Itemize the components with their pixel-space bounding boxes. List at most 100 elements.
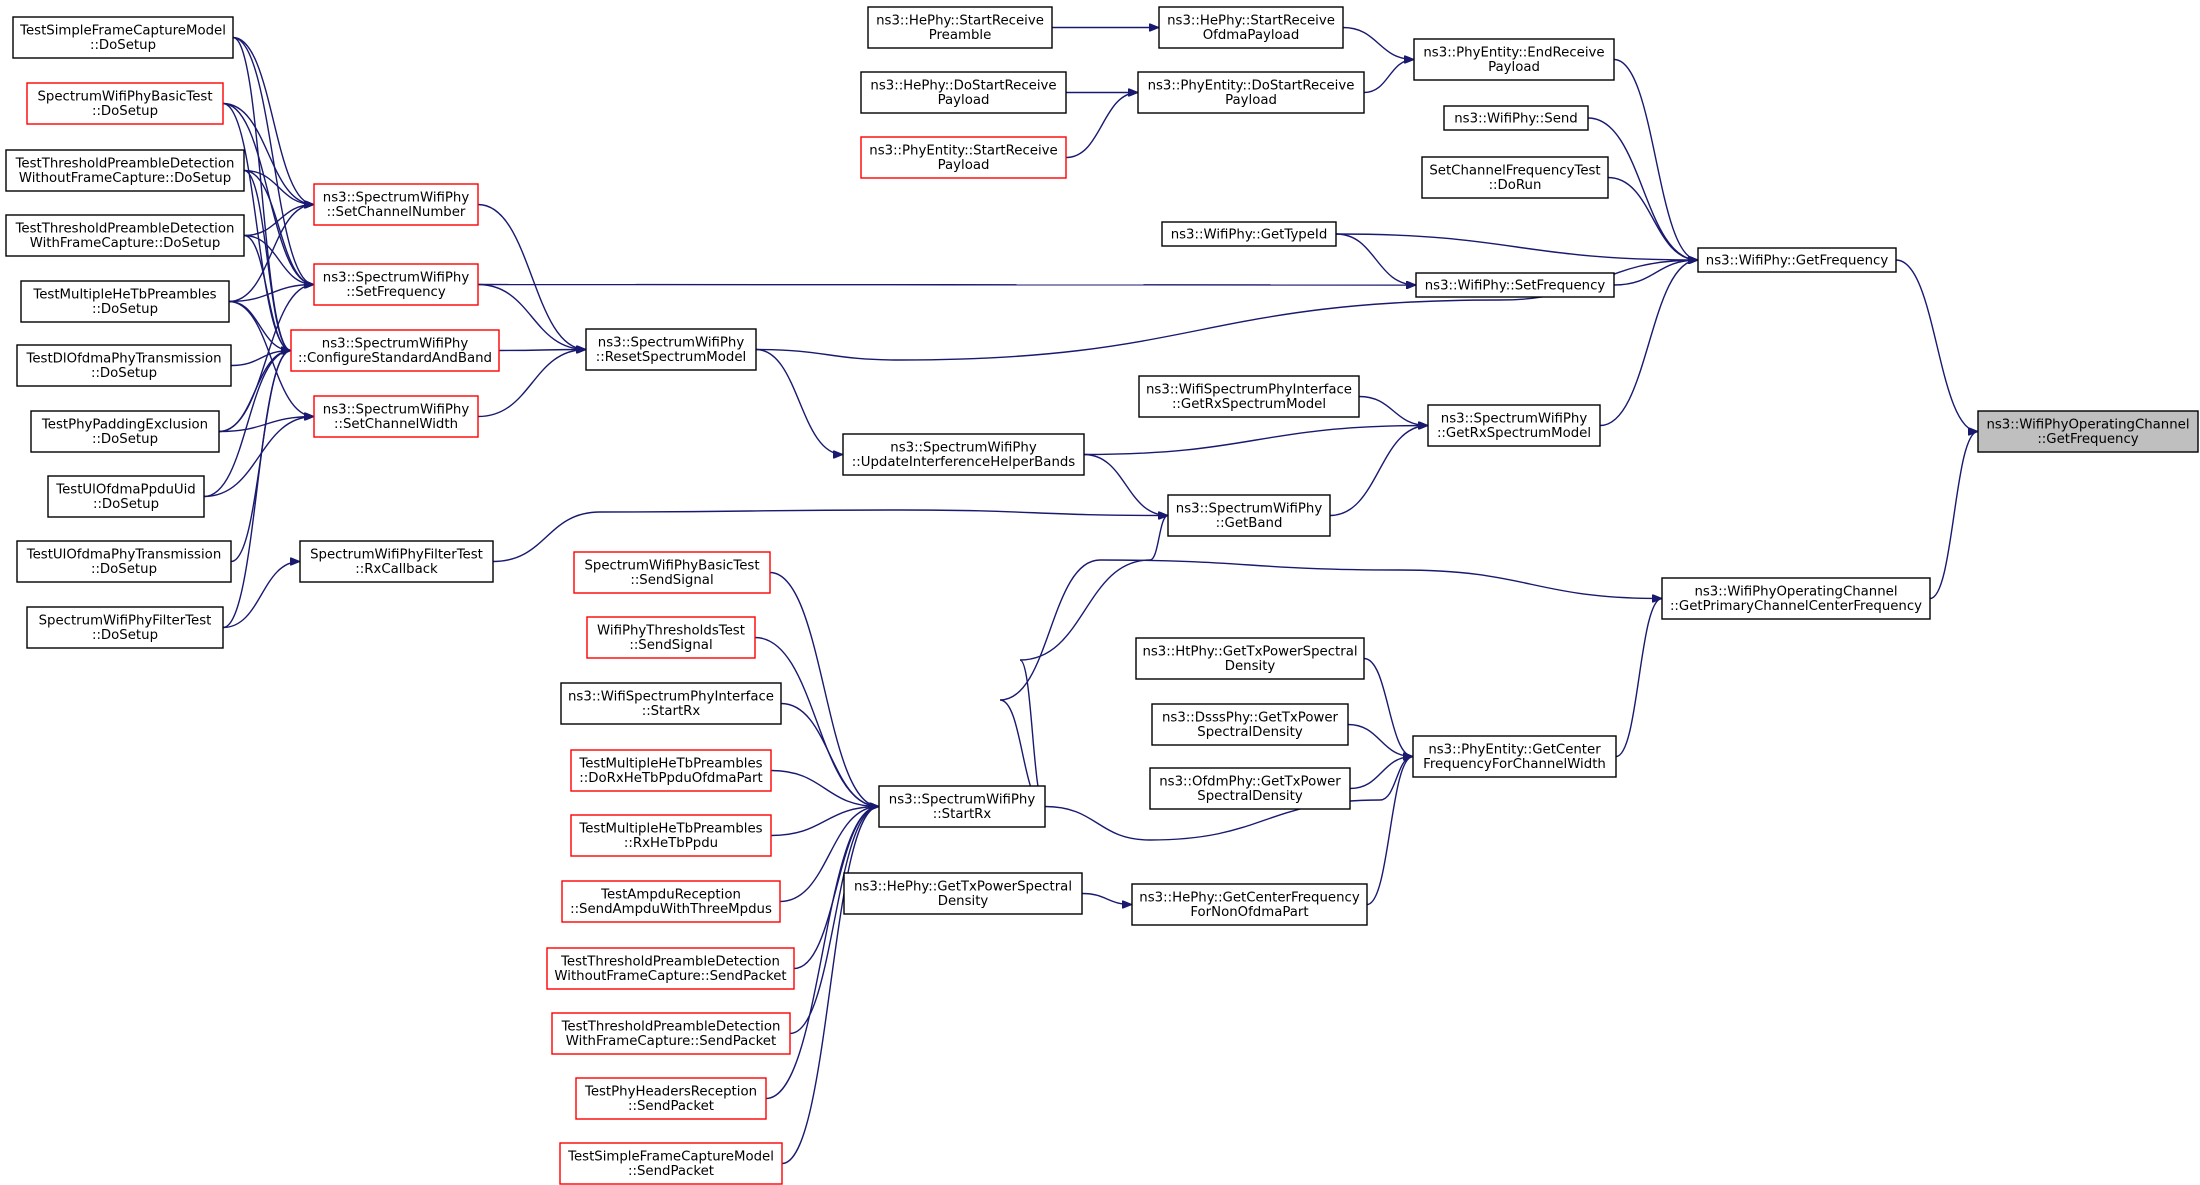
edge-t_threshwithout-to-swp_setfreq	[243, 169, 315, 285]
node-setchannelnumber[interactable]: ns3::SpectrumWifiPhy::SetChannelNumber	[313, 183, 479, 226]
node-s_multi_ofdma[interactable]: TestMultipleHeTbPreambles::DoRxHeTbPpduO…	[570, 749, 772, 792]
node-label-line: ::RxHeTbPpdu	[624, 836, 718, 851]
node-box	[1415, 272, 1615, 298]
edge-filtertest_rxcb-to-getband	[492, 509, 1168, 563]
node-box	[551, 1012, 791, 1055]
node-s_ampdu[interactable]: TestAmpduReception::SendAmpduWithThreeMp…	[561, 880, 781, 923]
node-setchannelwidth[interactable]: ns3::SpectrumWifiPhy::SetChannelWidth	[313, 395, 479, 438]
node-label-line: ns3::SpectrumWifiPhy	[323, 403, 470, 418]
node-t_threshwithout[interactable]: TestThresholdPreambleDetectionWithoutFra…	[5, 149, 245, 192]
node-getrxspectrum[interactable]: ns3::SpectrumWifiPhy::GetRxSpectrumModel	[1427, 404, 1601, 447]
node-box	[16, 344, 232, 387]
node-updateinterference[interactable]: ns3::SpectrumWifiPhy::UpdateInterference…	[842, 433, 1085, 476]
edge-s_ampdu-to-startrx	[779, 807, 879, 903]
node-t_basictest[interactable]: SpectrumWifiPhyBasicTest::DoSetup	[26, 82, 224, 125]
node-t_filtertest[interactable]: SpectrumWifiPhyFilterTest::DoSetup	[26, 606, 224, 649]
edge-getcenterfreq-to-getprimary	[1615, 599, 1663, 758]
edge-startrx-to-getprimary	[999, 559, 1662, 808]
node-t_threshwith[interactable]: TestThresholdPreambleDetectionWithFrameC…	[5, 214, 245, 257]
node-label-line: WifiPhyThresholdsTest	[597, 624, 745, 639]
node-getcenterfreq[interactable]: ns3::PhyEntity::GetCenterFrequencyForCha…	[1412, 735, 1617, 778]
node-box	[1412, 735, 1617, 778]
node-resetspectrum[interactable]: ns3::SpectrumWifiPhy::ResetSpectrumModel	[585, 328, 757, 371]
node-s_simpleframe[interactable]: TestSimpleFrameCaptureModel::SendPacket	[559, 1142, 783, 1185]
node-s_threshwithout[interactable]: TestThresholdPreambleDetectionWithoutFra…	[546, 947, 795, 990]
edge-line	[1615, 599, 1663, 758]
edge-line	[498, 350, 586, 351]
node-label-line: SpectrumWifiPhyBasicTest	[584, 559, 759, 574]
node-s_multi_rxhetb[interactable]: TestMultipleHeTbPreambles::RxHeTbPpdu	[570, 814, 772, 857]
node-s_basic_send[interactable]: SpectrumWifiPhyBasicTest::SendSignal	[573, 551, 771, 594]
edge-phyentity_dostartrx-to-phyentity_endrx	[1363, 60, 1415, 94]
edge-line	[203, 417, 314, 498]
node-t_dlofdma[interactable]: TestDlOfdmaPhyTransmission::DoSetup	[16, 344, 232, 387]
node-label-line: ::DoSetup	[92, 302, 158, 317]
node-getprimary[interactable]: ns3::WifiPhyOperatingChannel::GetPrimary…	[1661, 577, 1931, 620]
edge-line	[1335, 233, 1416, 285]
node-setchanfreqtest[interactable]: SetChannelFrequencyTest::DoRun	[1421, 156, 1609, 199]
edge-line	[243, 169, 315, 285]
node-box	[575, 1077, 767, 1120]
edge-line	[1929, 432, 1979, 600]
node-label-line: TestDlOfdmaPhyTransmission	[25, 352, 221, 367]
node-s_phyheaders[interactable]: TestPhyHeadersReception::SendPacket	[575, 1077, 767, 1120]
node-label-line: ::DoRxHeTbPpduOfdmaPart	[579, 771, 762, 786]
node-label-line: WithFrameCapture::SendPacket	[566, 1034, 776, 1049]
node-box	[1149, 767, 1351, 810]
node-configurestd[interactable]: ns3::SpectrumWifiPhy::ConfigureStandardA…	[290, 329, 500, 372]
node-box	[12, 16, 234, 59]
node-wifiphy_send[interactable]: ns3::WifiPhy::Send	[1443, 105, 1589, 131]
node-wifiphy_getfreq[interactable]: ns3::WifiPhy::GetFrequency	[1697, 247, 1897, 273]
node-t_ulofdmatx[interactable]: TestUlOfdmaPhyTransmission::DoSetup	[16, 540, 232, 583]
node-filtertest_rxcb[interactable]: SpectrumWifiPhyFilterTest::RxCallback	[299, 540, 494, 583]
node-wifiphy_setfreq[interactable]: ns3::WifiPhy::SetFrequency	[1415, 272, 1615, 298]
node-label-line: ::GetBand	[1216, 516, 1283, 531]
edge-line	[492, 509, 1168, 563]
node-swp_setfreq[interactable]: ns3::SpectrumWifiPhy::SetFrequency	[313, 263, 479, 306]
edge-line	[232, 36, 315, 205]
node-t_multiplehe[interactable]: TestMultipleHeTbPreambles::DoSetup	[20, 280, 230, 323]
edge-line	[1342, 26, 1414, 60]
node-s_wsi_startrx[interactable]: ns3::WifiSpectrumPhyInterface::StartRx	[560, 682, 782, 725]
edge-line	[1335, 233, 1698, 260]
edge-phyentity_startrx-to-phyentity_dostartrx	[1065, 93, 1138, 159]
edge-htphy_gettxpsd-to-getcenterfreq	[1363, 657, 1414, 757]
node-wsi_getrxspectrum[interactable]: ns3::WifiSpectrumPhyInterface::GetRxSpec…	[1138, 375, 1360, 418]
node-label-line: TestThresholdPreambleDetection	[15, 222, 235, 237]
edge-line	[1065, 93, 1138, 159]
node-box	[1161, 221, 1337, 247]
node-box	[867, 6, 1053, 49]
node-root[interactable]: ns3::WifiPhyOperatingChannel::GetFrequen…	[1977, 410, 2199, 453]
edge-t_filtertest-to-configurestd	[222, 351, 292, 629]
node-box	[1138, 375, 1360, 418]
node-box	[1697, 247, 1897, 273]
edge-s_phyheaders-to-startrx	[765, 807, 879, 1100]
edge-line	[477, 350, 586, 418]
node-gettypeid[interactable]: ns3::WifiPhy::GetTypeId	[1161, 221, 1337, 247]
node-t_ulofdmauid[interactable]: TestUlOfdmaPpduUid::DoSetup	[47, 475, 205, 518]
node-s_thresh_send[interactable]: WifiPhyThresholdsTest::SendSignal	[586, 616, 756, 659]
node-hephy_getcenterfreq[interactable]: ns3::HePhy::GetCenterFrequencyForNonOfdm…	[1131, 883, 1368, 926]
node-box	[1131, 883, 1368, 926]
node-box	[586, 616, 756, 659]
node-t_simpleframe[interactable]: TestSimpleFrameCaptureModel::DoSetup	[12, 16, 234, 59]
edge-s_multi_rxhetb-to-startrx	[770, 807, 879, 837]
node-getband[interactable]: ns3::SpectrumWifiPhy::GetBand	[1167, 494, 1331, 537]
edge-line	[1363, 657, 1414, 757]
node-s_threshwith[interactable]: TestThresholdPreambleDetectionWithFrameC…	[551, 1012, 791, 1055]
node-label-line: ns3::WifiPhy::GetFrequency	[1706, 253, 1889, 268]
node-label-line: ::GetFrequency	[2037, 432, 2138, 447]
node-t_phypadding[interactable]: TestPhyPaddingExclusion::DoSetup	[30, 410, 220, 453]
node-label-line: ns3::WifiPhyOperatingChannel	[1986, 418, 2189, 433]
node-startrx[interactable]: ns3::SpectrumWifiPhy::StartRx	[878, 785, 1046, 828]
